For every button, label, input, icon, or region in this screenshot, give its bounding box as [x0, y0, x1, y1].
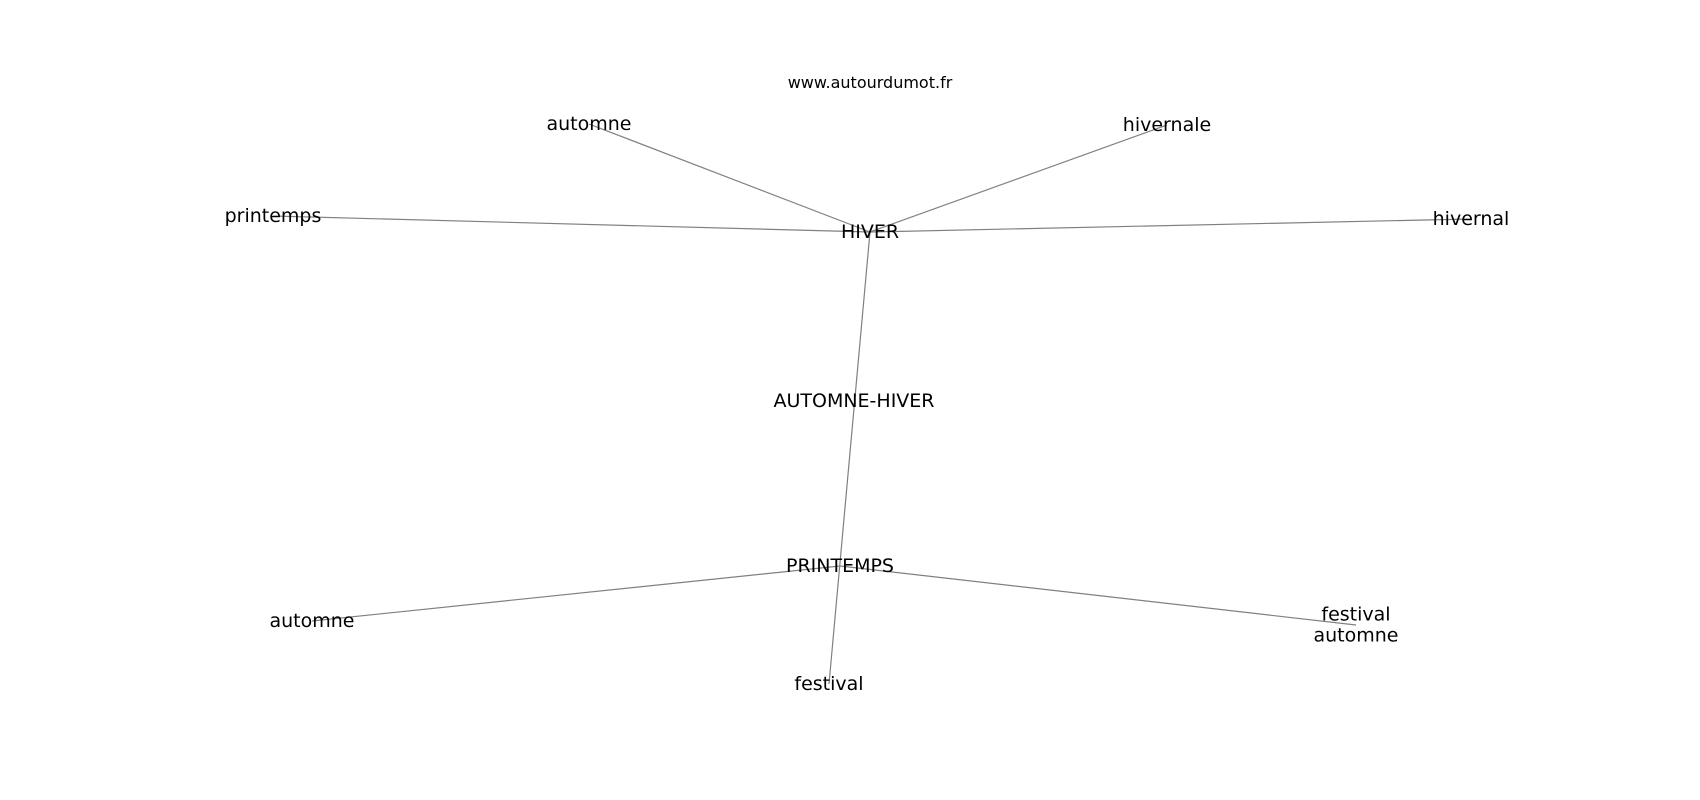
node-label-line: festival — [794, 673, 863, 695]
node-label-printemps-hub: PRINTEMPS — [786, 555, 894, 577]
node-label-line: HIVER — [841, 221, 899, 243]
node-label-automne-hiver: AUTOMNE-HIVER — [773, 390, 934, 412]
node-label-line: AUTOMNE-HIVER — [773, 390, 934, 412]
node-label-festival: festival — [794, 673, 863, 695]
node-label-line: PRINTEMPS — [786, 555, 894, 577]
edge-printemps-hub-automne-bottom — [311, 565, 841, 622]
graph-nodes: HIVER automne hivernale printemps hivernalAU… — [225, 113, 1510, 695]
node-label-line: automne — [1314, 625, 1399, 647]
node-label-hivernale: hivernale — [1123, 114, 1211, 136]
node-label-line: automne — [547, 113, 632, 135]
node-label-line: hivernal — [1433, 208, 1510, 230]
edge-hiver-hivernal — [869, 218, 1472, 233]
edge-hiver-hivernale — [869, 124, 1168, 233]
node-label-hivernal: hivernal — [1433, 208, 1510, 230]
node-label-line: hivernale — [1123, 114, 1211, 136]
node-label-hiver: HIVER — [841, 221, 899, 243]
node-label-line: printemps — [225, 205, 322, 227]
edge-hiver-automne-top — [588, 123, 871, 233]
edge-hiver-printemps-left — [272, 215, 871, 233]
node-label-printemps-left: printemps — [225, 205, 322, 227]
node-label-line: festival — [1321, 604, 1390, 626]
edge-hiver-festival — [828, 231, 871, 685]
graph-edges — [272, 123, 1472, 685]
node-label-automne-top: automne — [547, 113, 632, 135]
node-label-automne-bottom: automne — [270, 610, 355, 632]
node-label-line: automne — [270, 610, 355, 632]
watermark-text: www.autourdumot.fr — [788, 73, 953, 92]
edge-printemps-hub-festival-automne — [839, 565, 1357, 626]
